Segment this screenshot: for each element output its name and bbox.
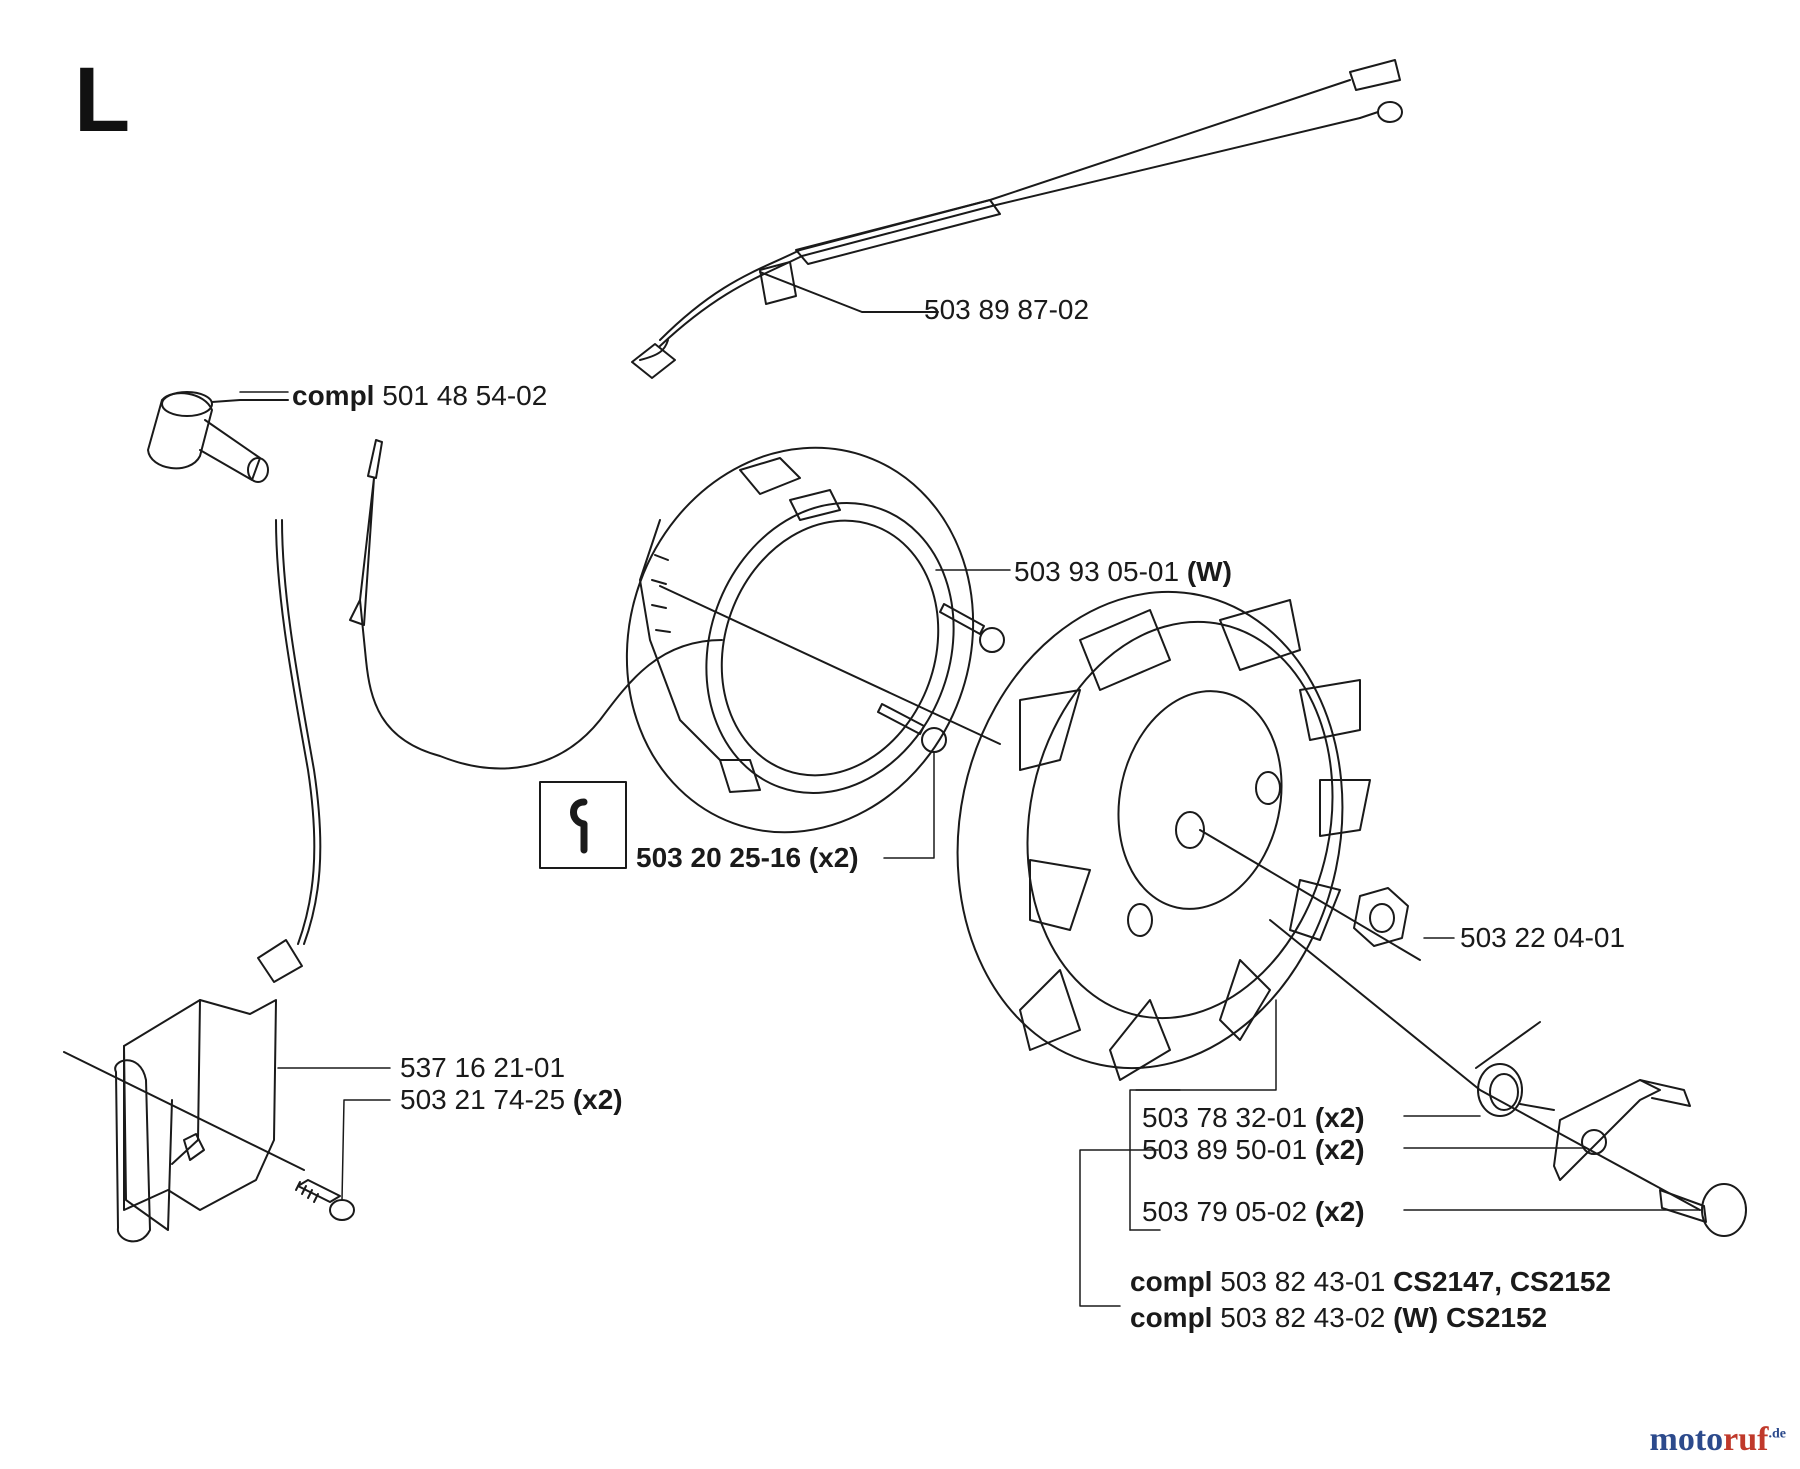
torque-tool-box [539,781,627,869]
part-number: 503 89 87-02 [924,294,1090,325]
label-suffix: (W) [1393,1302,1439,1333]
stator-axis-line [659,585,1001,745]
part-number: 501 48 54-02 [382,380,548,411]
label-prefix: compl [1130,1302,1213,1333]
label-flywheel-1: compl 503 82 43-01 CS2147, CS2152 [1130,1266,1611,1298]
part-number: 503 78 32-01 [1142,1102,1308,1133]
label-prefix: compl [1130,1266,1213,1297]
part-number: 503 93 05-01 [1014,556,1180,587]
stator-drawing [625,446,975,834]
label-suffix: (x2) [1314,1102,1365,1133]
model-list: CS2152 [1445,1302,1548,1333]
part-number: 503 22 04-01 [1460,922,1626,953]
leader-lines [239,311,1701,1307]
part-number: 503 89 50-01 [1142,1134,1308,1165]
cable-harness-drawing [631,59,1403,379]
label-pawl: 503 89 50-01 (x2) [1142,1134,1365,1166]
watermark-main: moto [1649,1421,1724,1458]
part-number: 503 79 05-02 [1142,1196,1308,1227]
label-suffix: (x2) [572,1084,623,1115]
watermark-tld: .de [1768,1426,1787,1442]
label-nut: 503 22 04-01 [1460,922,1625,954]
label-prefix: compl [292,380,375,411]
watermark-logo: motoruf.de [1650,1421,1786,1459]
ignition-module-drawing [63,939,305,1243]
part-number: 503 20 25-16 (x2) [636,842,859,873]
label-stator: 503 93 05-01 (W) [1014,556,1232,588]
label-ignition-module: 537 16 21-01 [400,1052,565,1084]
pawl-assembly-drawing [1269,919,1747,1237]
label-spring: 503 78 32-01 (x2) [1142,1102,1365,1134]
model-list: CS2147, CS2152 [1393,1266,1612,1297]
label-pawl-pin: 503 79 05-02 (x2) [1142,1196,1365,1228]
nut-drawing [1199,829,1421,961]
flywheel-drawing [956,590,1371,1081]
label-flywheel-2: compl 503 82 43-02 (W) CS2152 [1130,1302,1547,1334]
label-suffix: (W) [1186,556,1232,587]
label-suffix: (x2) [1314,1196,1365,1227]
ht-lead-outline [275,519,316,945]
ht-lead-drawing [281,519,322,945]
label-suffix: (x2) [1314,1134,1365,1165]
spark-plug-cap-drawing [147,391,289,483]
section-letter: L [74,49,131,151]
module-screw-drawing [295,1179,355,1221]
stator-screws-drawing [877,603,1005,753]
stator-wire-drawing [359,599,723,770]
part-number: 503 21 74-25 [400,1084,566,1115]
wire-terminal-drawing [349,439,383,626]
label-cable-harness: 503 89 87-02 [924,294,1089,326]
part-number: 537 16 21-01 [400,1052,566,1083]
part-number: 503 82 43-01 [1220,1266,1386,1297]
watermark-accent: ruf [1723,1421,1769,1458]
label-module-screw: 503 21 74-25 (x2) [400,1084,623,1116]
label-stator-screws: 503 20 25-16 (x2) [636,842,859,874]
label-spark-plug-cap: compl 501 48 54-02 [292,380,547,412]
part-number: 503 82 43-02 [1220,1302,1386,1333]
wrench-icon [570,798,588,854]
